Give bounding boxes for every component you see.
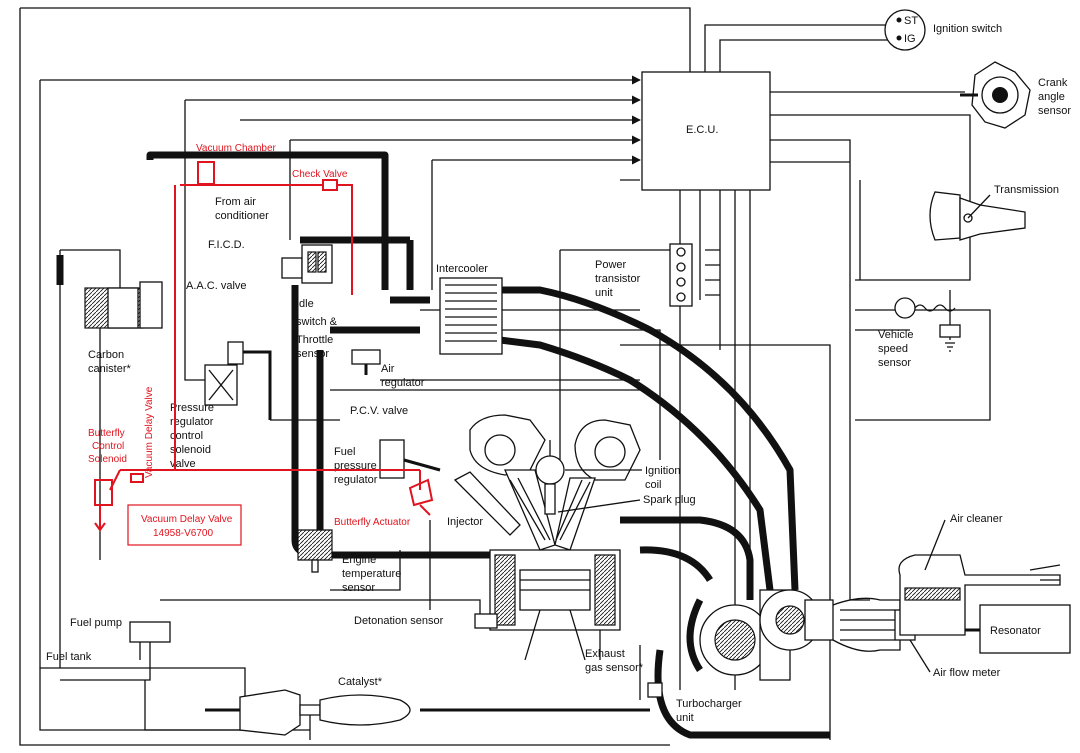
butterfly-control-label-2: Control xyxy=(92,441,124,452)
ign-st-label: ST xyxy=(904,15,918,27)
transmission-label: Transmission xyxy=(994,184,1059,196)
fuel-pressure-label-1: Fuel xyxy=(334,446,355,458)
crank-angle-label-3: sensor xyxy=(1038,105,1071,117)
engine-temp-label-1: Engine xyxy=(342,554,376,566)
vacuum-delay-valve-vertical-annotation: Vacuum Delay Valve xyxy=(144,386,155,478)
power-transistor-label-1: Power xyxy=(595,259,627,271)
vehicle-speed-sensor-icon xyxy=(894,297,961,352)
turbocharger-label-2: unit xyxy=(676,712,694,724)
detonation-sensor-icon xyxy=(474,613,498,629)
crank-angle-label-2: angle xyxy=(1038,91,1065,103)
crank-angle-sensor-icon xyxy=(960,61,1031,129)
air-cleaner-leader xyxy=(924,519,946,571)
power-transistor-unit-icon xyxy=(669,243,693,307)
idle-switch-label-3: Throttle xyxy=(296,334,333,346)
from-ac-label-2: conditioner xyxy=(215,210,269,222)
fuel-pressure-label-3: regulator xyxy=(334,474,378,486)
fuel-tank-outline xyxy=(39,667,246,731)
spark-plug-label: Spark plug xyxy=(643,494,696,506)
ecu-label: E.C.U. xyxy=(686,124,718,136)
pressure-reg-label-5: valve xyxy=(170,458,196,470)
pressure-reg-label-3: control xyxy=(170,430,203,442)
exhaust-gas-label-1: Exhaust xyxy=(585,648,625,660)
idle-switch-label-4: sensor xyxy=(296,348,329,360)
ign-ig-label: IG xyxy=(904,33,916,45)
fuel-pump-icon xyxy=(129,621,171,660)
ignition-switch-label: Ignition switch xyxy=(933,23,1002,35)
ignition-coil-label-2: coil xyxy=(645,479,662,491)
air-regulator-label-2: regulator xyxy=(381,377,425,389)
carbon-canister-icon xyxy=(84,281,163,329)
vehicle-speed-label-3: sensor xyxy=(878,357,911,369)
exhaust-gas-sensor-icon xyxy=(647,682,663,698)
engine-block-icon xyxy=(469,414,641,661)
catalyst-label: Catalyst* xyxy=(338,676,383,688)
air-flow-meter-leader xyxy=(909,639,931,673)
ignition-switch: ST IG xyxy=(884,9,926,51)
ficd-label: F.I.C.D. xyxy=(208,239,245,251)
engine-temp-label-2: temperature xyxy=(342,568,401,580)
carbon-canister-label-2: canister* xyxy=(88,363,132,375)
detonation-sensor-label: Detonation sensor xyxy=(354,615,444,627)
air-cleaner-icon xyxy=(898,554,1061,636)
pressure-reg-label-1: Pressure xyxy=(170,402,214,414)
from-ac-label-1: From air xyxy=(215,196,256,208)
air-regulator-icon xyxy=(351,349,381,375)
resonator-label: Resonator xyxy=(990,625,1041,637)
injector-label: Injector xyxy=(447,516,483,528)
carbon-canister-label-1: Carbon xyxy=(88,349,124,361)
transmission-icon xyxy=(929,191,1026,241)
resonator-icon xyxy=(965,604,1071,654)
air-flow-meter-label: Air flow meter xyxy=(933,667,1001,679)
pressure-regulator-solenoid-icon xyxy=(204,341,272,420)
catalyst-icon xyxy=(205,689,650,736)
engine-temp-label-3: sensor xyxy=(342,582,375,594)
vacuum-delay-part-label-2: 14958-V6700 xyxy=(153,528,213,539)
intercooler-icon xyxy=(439,277,503,355)
engine-temp-sensor-icon xyxy=(297,529,333,573)
air-regulator-label-1: Air xyxy=(381,363,395,375)
air-cleaner-label: Air cleaner xyxy=(950,513,1003,525)
butterfly-control-label-1: Butterfly xyxy=(88,428,125,439)
turbocharger-icon xyxy=(686,589,834,681)
ecu-box xyxy=(641,71,771,191)
exhaust-gas-label-2: gas sensor* xyxy=(585,662,644,674)
vehicle-speed-label-1: Vehicle xyxy=(878,329,913,341)
pcv-valve-label: P.C.V. valve xyxy=(350,405,408,417)
ignition-coil-label-1: Ignition xyxy=(645,465,680,477)
idle-switch-label-1: Idle xyxy=(296,298,314,310)
butterfly-control-label-3: Solenoid xyxy=(88,454,127,465)
aac-ficd-valve-icon xyxy=(281,244,333,284)
turbocharger-label-1: Turbocharger xyxy=(676,698,742,710)
intercooler-label: Intercooler xyxy=(436,263,488,275)
spark-plug-leader xyxy=(557,499,641,513)
red-vacuum-lines xyxy=(94,161,434,546)
pressure-reg-label-4: solenoid xyxy=(170,444,211,456)
power-transistor-label-2: transistor xyxy=(595,273,641,285)
power-transistor-label-3: unit xyxy=(595,287,613,299)
check-valve-annotation: Check Valve xyxy=(292,169,348,180)
crank-angle-label-1: Crank xyxy=(1038,77,1068,89)
idle-switch-label-2: switch & xyxy=(296,316,338,328)
fuel-pressure-regulator-icon xyxy=(379,439,441,479)
aac-valve-label: A.A.C. valve xyxy=(186,280,247,292)
pressure-reg-label-2: regulator xyxy=(170,416,214,428)
fuel-tank-label: Fuel tank xyxy=(46,651,92,663)
vacuum-delay-part-label-1: Vacuum Delay Valve xyxy=(141,514,233,525)
injector-icon xyxy=(453,471,521,536)
vacuum-chamber-annotation: Vacuum Chamber xyxy=(196,143,277,154)
vehicle-speed-label-2: speed xyxy=(878,343,908,355)
fuel-pump-label: Fuel pump xyxy=(70,617,122,629)
butterfly-actuator-annotation: Butterfly Actuator xyxy=(334,517,411,528)
